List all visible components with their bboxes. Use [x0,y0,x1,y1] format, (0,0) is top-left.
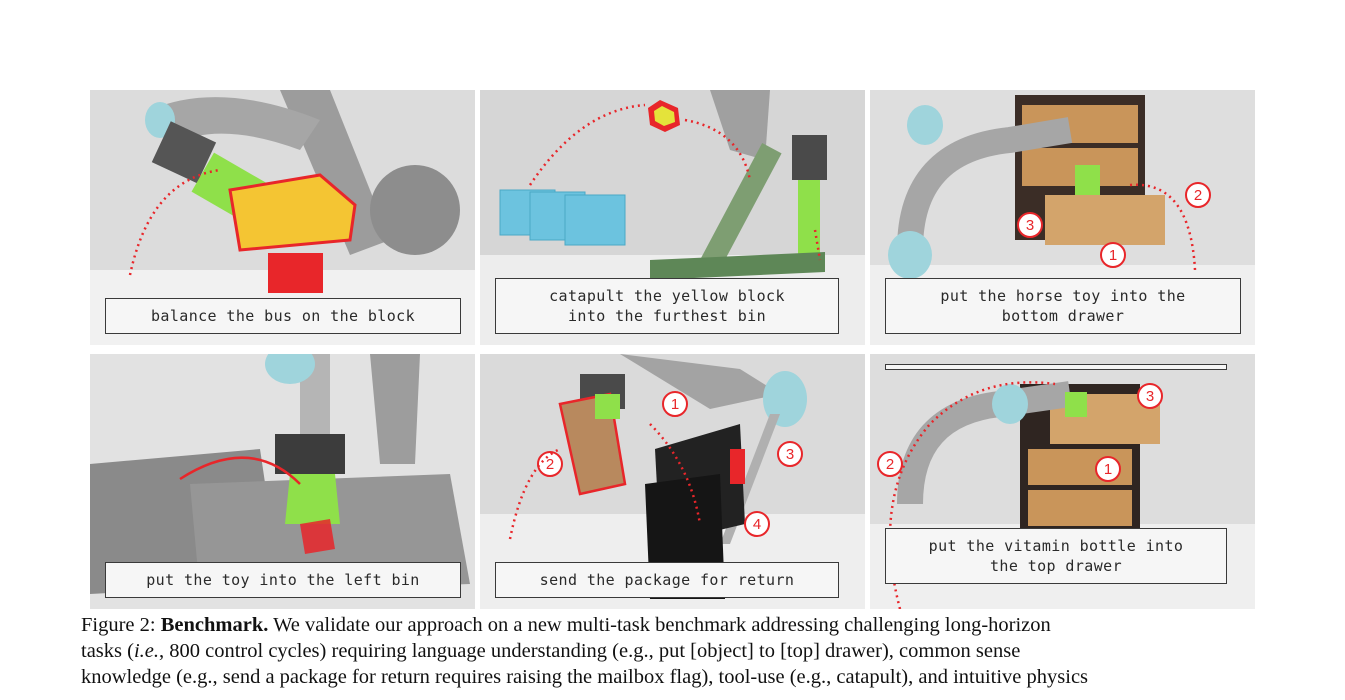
task-caption-text: put the toy into the left bin [146,571,420,589]
step-marker-2: 2 [1194,187,1202,204]
task-caption-text-group: put the horse toy into the bottom drawer [940,286,1185,326]
task-caption-text: balance the bus on the block [150,307,416,325]
task-caption: catapult the yellow block into the furth… [495,278,839,334]
step-marker-1: 1 [1104,461,1112,478]
task-caption-line: the top drawer [989,557,1122,575]
task-caption: send the package for return [495,562,839,598]
figure-caption: Figure 2: Benchmark. We validate our app… [81,612,1266,690]
task-caption: balance the bus on the block [105,298,461,334]
caption-text: tasks ( [81,640,134,662]
step-marker-1: 1 [1109,247,1117,264]
task-caption [885,364,1227,370]
benchmark-figure: balance the bus on the block c [90,90,1255,610]
caption-italic: i.e. [133,640,159,662]
caption-line-2: tasks (i.e., 800 control cycles) requiri… [81,638,1266,664]
panel-catapult: catapult the yellow block into the furth… [480,90,865,345]
caption-text: We validate our approach on a new multi-… [268,614,1051,636]
step-marker-3: 3 [1146,388,1154,405]
task-caption-text-group: catapult the yellow block into the furth… [549,286,785,326]
caption-text: , 800 control cycles) requiring language… [159,640,1021,662]
panel-balance-bus: balance the bus on the block [90,90,475,345]
panel-toy-bin: put the toy into the left bin [90,354,475,609]
task-caption-text: send the package for return [539,571,795,589]
step-marker-3: 3 [1026,217,1034,234]
task-caption-line: catapult the yellow block [549,287,785,305]
figure-label: Figure 2: [81,614,156,636]
step-marker-3: 3 [786,446,794,463]
task-caption: put the vitamin bottle into the top draw… [885,528,1227,584]
step-marker-1: 1 [671,396,679,413]
panel-vitamin-drawer: 1 2 3 put the vitamin bottle into the to… [870,354,1255,609]
task-caption-line: put the horse toy into the [940,287,1186,305]
caption-line-1: Figure 2: Benchmark. We validate our app… [81,612,1266,638]
panel-package-return: 1 2 3 4 send the package for return [480,354,865,609]
caption-line-3: knowledge (e.g., send a package for retu… [81,666,1089,688]
task-caption: put the horse toy into the bottom drawer [885,278,1241,334]
task-caption-line: into the furthest bin [567,307,767,325]
task-caption-line: bottom drawer [1001,307,1125,325]
figure-bold-title: Benchmark. [160,614,269,636]
step-marker-2: 2 [546,456,554,473]
step-marker-2: 2 [886,456,894,473]
step-marker-4: 4 [753,516,761,533]
task-caption-text-group: put the vitamin bottle into the top draw… [929,536,1184,576]
task-caption: put the toy into the left bin [105,562,461,598]
task-caption-line: put the vitamin bottle into [928,537,1184,555]
panel-horse-drawer: 1 2 3 put the horse toy into the bottom … [870,90,1255,345]
